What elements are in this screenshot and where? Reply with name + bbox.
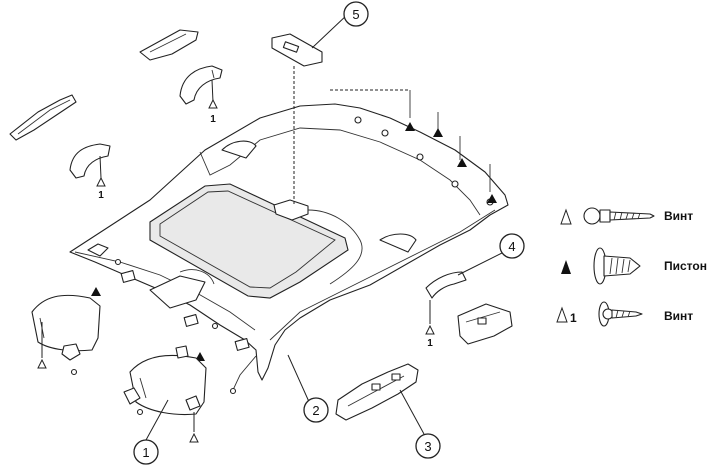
callout-1-label: 1 [142,445,149,460]
clip-markers [91,89,497,361]
bracket-top [139,29,199,61]
legend-label-screw: Винт [664,209,693,223]
piston-clip-icon [593,247,641,285]
filled-triangle-icon [561,260,571,274]
open-triangle-icon [560,208,572,225]
assist-grip-right [425,271,467,335]
screw-icon [583,207,655,225]
washer-screw-icon [598,301,643,327]
headliner-panel [69,103,509,395]
dome-light [271,33,323,205]
side-bracket-right [457,303,513,345]
legend-label-screw-1: Винт [664,309,693,323]
sun-visor-left [31,294,101,376]
legend-row-piston: Пистон [561,247,707,285]
bracket-left [9,94,77,141]
mark-1-upper-grip: 1 [210,114,216,125]
grab-handle-lower [69,143,111,187]
callout-3-label: 3 [424,439,431,454]
callout-2: 2 [303,397,329,423]
callout-1: 1 [133,439,159,465]
legend-label-piston: Пистон [664,259,707,273]
legend-row-screw-1: 1 Винт [556,301,693,327]
callout-5-label: 5 [352,7,359,22]
legend-mark-1: 1 [570,311,577,325]
callout-4-label: 4 [508,239,515,254]
open-triangle-1-icon [556,306,568,323]
mark-1-right-grip: 1 [427,338,433,349]
legend-row-screw: Винт [560,207,693,225]
callout-5: 5 [343,1,369,27]
grab-handle-upper [179,65,223,109]
legend: Винт Пистон 1 Винт [556,207,707,327]
callout-3: 3 [415,433,441,459]
callout-2-label: 2 [312,403,319,418]
callout-4: 4 [499,233,525,259]
dome-light-recess [273,199,309,221]
mark-1-lower-grip: 1 [98,190,104,201]
side-bracket-lower [335,363,419,421]
sun-visor-right [123,345,207,443]
